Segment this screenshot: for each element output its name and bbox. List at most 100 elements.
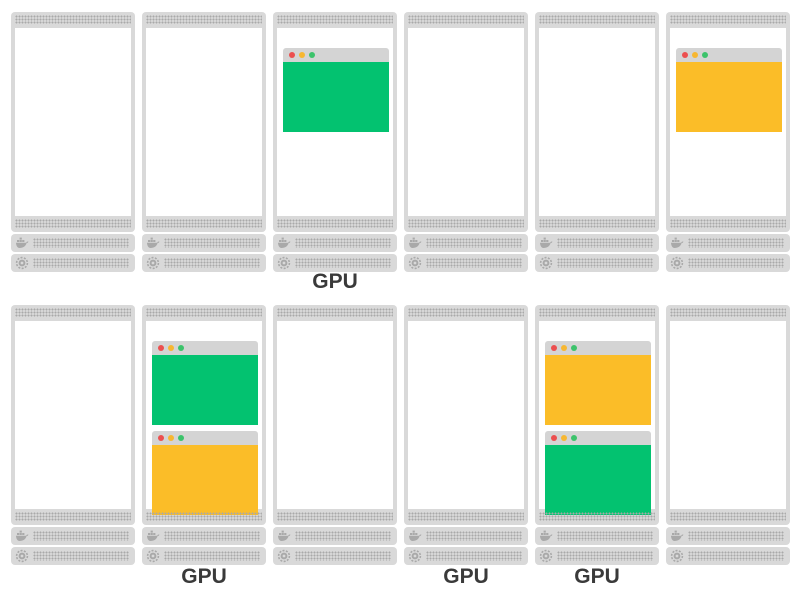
- docker-icon: [408, 529, 422, 543]
- top-vent: [15, 308, 131, 317]
- settings-icon: [670, 549, 684, 563]
- server-screen: [277, 28, 393, 216]
- window-control-dot: [168, 435, 174, 441]
- bottom-vent: [539, 219, 655, 228]
- settings-icon: [146, 256, 160, 270]
- top-vent: [539, 15, 655, 24]
- bottom-vent: [277, 219, 393, 228]
- unit-vent: [426, 551, 522, 561]
- docker-icon: [15, 236, 29, 250]
- server-screen: [670, 28, 786, 216]
- window-control-dot: [682, 52, 688, 58]
- docker-unit: [142, 234, 266, 252]
- top-vent: [277, 15, 393, 24]
- docker-icon: [146, 529, 160, 543]
- server-screen: [146, 321, 262, 515]
- window-body: [152, 445, 258, 515]
- unit-vent: [557, 531, 653, 541]
- settings-unit: [142, 547, 266, 565]
- settings-icon: [15, 549, 29, 563]
- unit-vent: [557, 238, 653, 248]
- gpu-label: GPU: [443, 565, 489, 588]
- window-control-dot: [692, 52, 698, 58]
- window-body: [545, 355, 651, 425]
- window-body: [152, 355, 258, 425]
- unit-vent: [33, 238, 129, 248]
- settings-unit: [535, 254, 659, 272]
- unit-vent: [688, 551, 784, 561]
- settings-icon: [408, 256, 422, 270]
- bottom-vent: [15, 512, 131, 521]
- unit-vent: [688, 238, 784, 248]
- window-control-dot: [551, 435, 557, 441]
- settings-icon: [277, 256, 291, 270]
- docker-unit: [404, 527, 528, 545]
- window-control-dot: [561, 435, 567, 441]
- top-vent: [408, 15, 524, 24]
- window-title-bar: [152, 341, 258, 355]
- settings-unit: [666, 547, 790, 565]
- window-control-dot: [309, 52, 315, 58]
- settings-icon: [15, 256, 29, 270]
- yellow-app-window: [545, 341, 651, 425]
- settings-unit: [11, 254, 135, 272]
- server-screen: [277, 321, 393, 509]
- window-body: [545, 445, 651, 515]
- top-vent: [277, 308, 393, 317]
- unit-vent: [295, 238, 391, 248]
- server-frame: [535, 12, 659, 232]
- top-vent: [146, 15, 262, 24]
- unit-vent: [164, 238, 260, 248]
- bottom-vent: [670, 219, 786, 228]
- bottom-vent: [146, 219, 262, 228]
- unit-vent: [33, 551, 129, 561]
- window-control-dot: [571, 345, 577, 351]
- settings-unit: [142, 254, 266, 272]
- settings-unit: [11, 547, 135, 565]
- bottom-vent: [408, 219, 524, 228]
- docker-icon: [539, 529, 553, 543]
- unit-vent: [557, 258, 653, 268]
- docker-unit: [273, 527, 397, 545]
- gpu-label: GPU: [181, 565, 227, 588]
- docker-unit: [404, 234, 528, 252]
- window-title-bar: [545, 431, 651, 445]
- unit-vent: [426, 258, 522, 268]
- top-vent: [146, 308, 262, 317]
- bottom-vent: [539, 512, 655, 521]
- window-control-dot: [561, 345, 567, 351]
- unit-vent: [33, 531, 129, 541]
- docker-unit: [535, 234, 659, 252]
- window-body: [283, 62, 389, 132]
- unit-vent: [688, 258, 784, 268]
- window-control-dot: [158, 345, 164, 351]
- unit-vent: [295, 531, 391, 541]
- window-control-dot: [702, 52, 708, 58]
- server-screen: [539, 321, 655, 515]
- yellow-app-window: [152, 431, 258, 515]
- docker-icon: [539, 236, 553, 250]
- unit-vent: [295, 551, 391, 561]
- green-app-window: [283, 48, 389, 132]
- docker-icon: [15, 529, 29, 543]
- server-screen: [670, 321, 786, 509]
- server-frame: [535, 305, 659, 525]
- settings-unit: [404, 547, 528, 565]
- settings-unit: [273, 254, 397, 272]
- green-app-window: [152, 341, 258, 425]
- docker-icon: [408, 236, 422, 250]
- docker-icon: [146, 236, 160, 250]
- window-control-dot: [571, 435, 577, 441]
- window-control-dot: [168, 345, 174, 351]
- server-screen: [408, 28, 524, 216]
- bottom-vent: [670, 512, 786, 521]
- window-title-bar: [283, 48, 389, 62]
- server-frame: [142, 12, 266, 232]
- bottom-vent: [408, 512, 524, 521]
- server-frame: [666, 305, 790, 525]
- yellow-app-window: [676, 48, 782, 132]
- unit-vent: [557, 551, 653, 561]
- docker-unit: [535, 527, 659, 545]
- unit-vent: [426, 531, 522, 541]
